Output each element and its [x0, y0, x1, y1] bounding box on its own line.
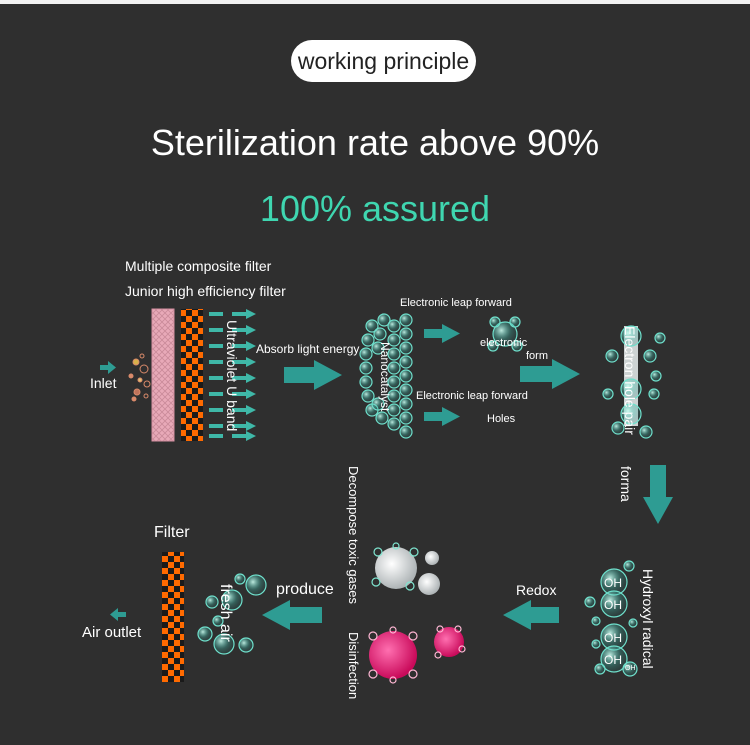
headline: Sterilization rate above 90% [150, 122, 600, 163]
label-fresh-air: fresh air [217, 584, 234, 642]
inlet-arrow [100, 361, 116, 374]
leap-arrow-1 [424, 324, 460, 343]
subheadline: 100% assured [259, 188, 491, 229]
label-oh-2: OH [604, 598, 622, 612]
label-oh-3: OH [604, 631, 622, 645]
label-redox: Redox [516, 582, 557, 598]
label-form: form [526, 350, 548, 362]
electron-hole-pair-column [602, 325, 666, 439]
label-holes: Holes [487, 413, 516, 425]
label-leap-2: Electronic leap forward [416, 390, 528, 402]
label-oh-5: OH [625, 665, 636, 672]
label-disinfection: Disinfection [346, 632, 361, 700]
label-oh-4: OH [604, 653, 622, 667]
composite-filter [151, 308, 175, 442]
label-absorb: Absorb light energy [256, 342, 360, 356]
arrow-redox [503, 600, 559, 630]
label-electronic: electronic [480, 337, 528, 349]
outlet-filter [162, 552, 184, 682]
particles [128, 353, 151, 402]
label-decompose: Decompose toxic gases [346, 466, 361, 605]
nanocatalyst-cluster [359, 313, 413, 439]
label-electron-hole-pair: Electron hole pair [622, 326, 638, 435]
arrow-produce [262, 600, 322, 630]
arrow-down [643, 465, 673, 524]
fresh-air-bubbles [197, 573, 267, 655]
label-air-outlet: Air outlet [82, 624, 142, 641]
label-inlet: Inlet [90, 375, 117, 391]
diagram-graphics [100, 308, 673, 684]
toxic-gas-spheres [371, 542, 440, 595]
label-composite-filter: Multiple composite filter [125, 258, 272, 274]
label-oh-1: OH [604, 576, 622, 590]
arrow-absorb [284, 360, 342, 390]
label-filter: Filter [154, 524, 190, 541]
hepa-filter [181, 309, 203, 441]
uv-arrows [209, 309, 256, 441]
label-junior-filter: Junior high efficiency filter [125, 283, 286, 299]
disinfection-spheres [368, 625, 466, 684]
label-nanocatalyst: Nanocatalyst [378, 342, 392, 412]
label-uv-band: Ultraviolet U band [224, 320, 240, 432]
outlet-arrow [110, 608, 126, 621]
label-leap-1: Electronic leap forward [400, 297, 512, 309]
hydroxyl-bubbles [584, 560, 638, 677]
label-produce: produce [276, 581, 334, 598]
electronic-bubble [487, 316, 523, 352]
arrow-form [520, 359, 580, 389]
leap-arrow-2 [424, 407, 460, 426]
label-forma: forma [618, 466, 634, 502]
label-hydroxyl: Hydroxyl radical [640, 569, 656, 669]
badge-working-principle: working principle [291, 40, 476, 82]
